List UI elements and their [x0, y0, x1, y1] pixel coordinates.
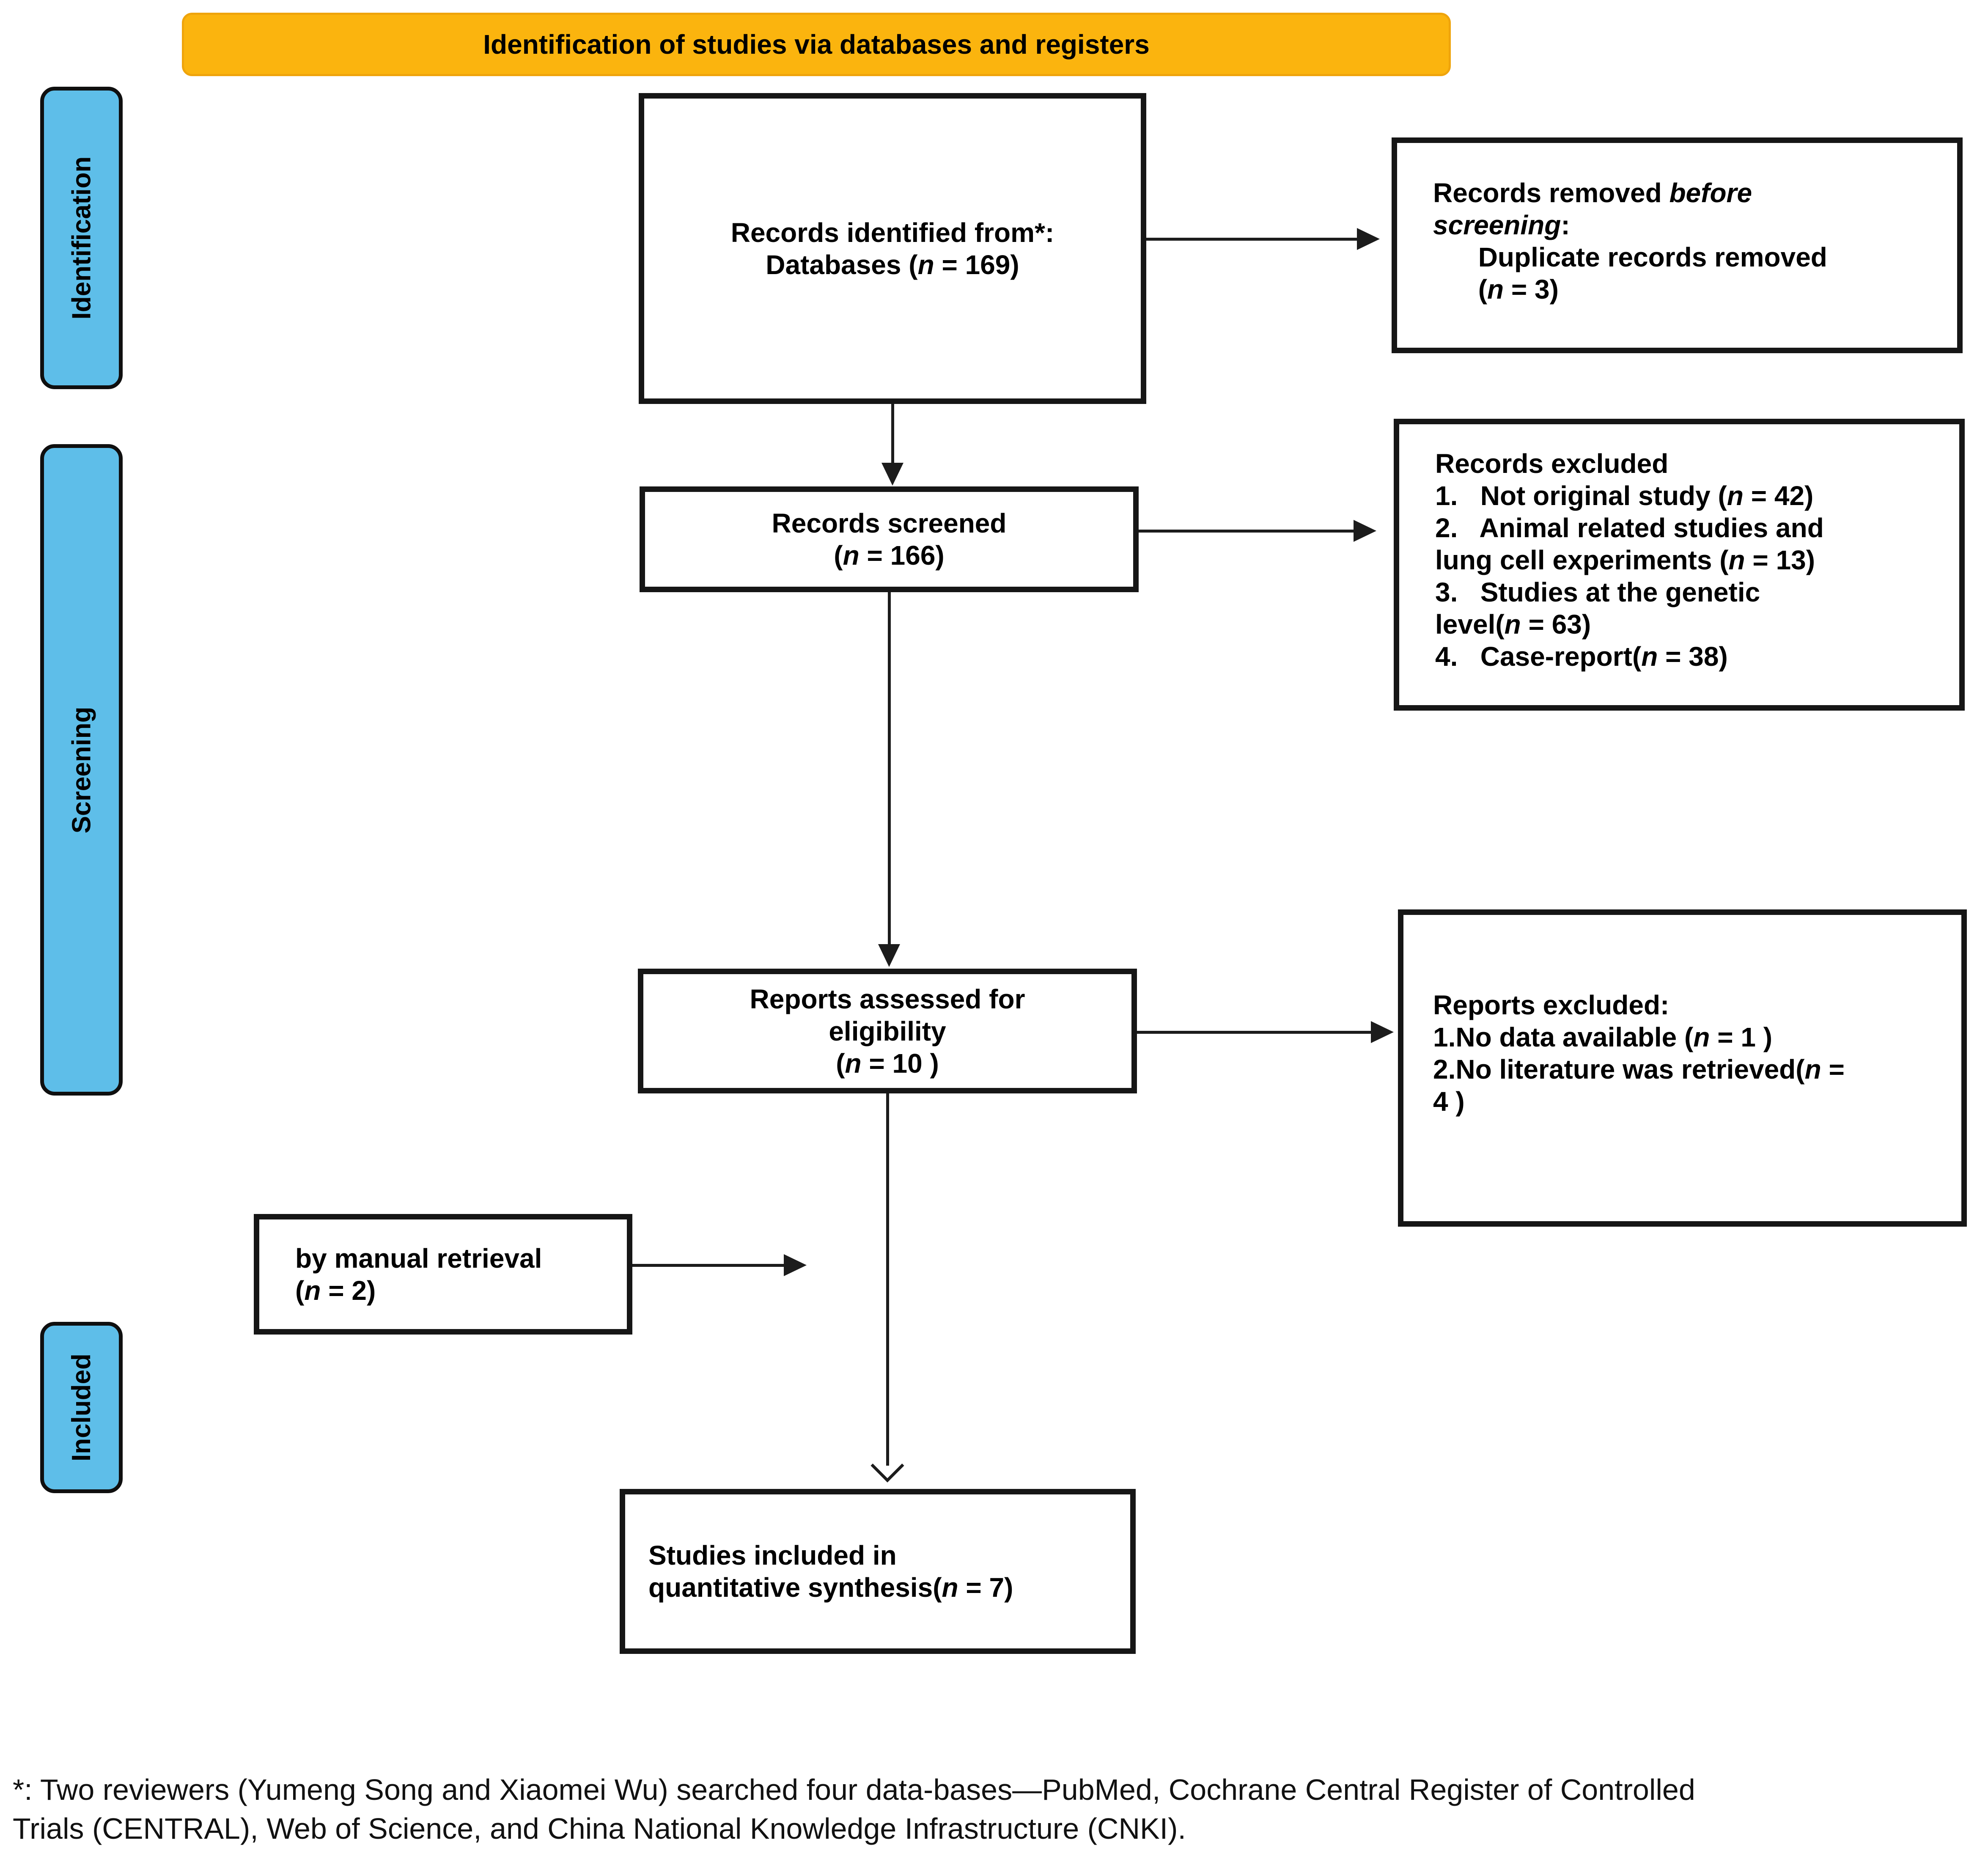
arrow-screened-to-excluded-head [1354, 520, 1376, 542]
box-line: 2. Animal related studies and [1435, 513, 1824, 543]
box-line: 4. Case-report(n = 38) [1435, 641, 1728, 672]
box-line: (n = 3) [1433, 274, 1559, 305]
arrow-identified-to-removed-head [1357, 228, 1380, 250]
footnote-line: *: Two reviewers (Yumeng Song and Xiaome… [13, 1773, 1695, 1806]
box-records-removed: Records removed before screening: Duplic… [1392, 137, 1963, 353]
arrow-assessed-to-included-head [870, 1449, 904, 1483]
box-line: 2.No literature was retrieved(n = [1433, 1054, 1845, 1085]
box-line: lung cell experiments (n = 13) [1435, 545, 1815, 575]
box-line: Records removed before [1433, 178, 1752, 208]
box-line: eligibility [829, 1016, 946, 1046]
box-reports-assessed: Reports assessed for eligibility (n = 10… [638, 969, 1137, 1093]
arrow-identified-to-screened-head [881, 463, 903, 486]
box-line: (n = 10 ) [836, 1048, 939, 1079]
box-records-screened: Records screened (n = 166) [640, 486, 1139, 592]
box-line: 3. Studies at the genetic [1435, 577, 1760, 607]
box-reports-excluded: Reports excluded: 1.No data available (n… [1398, 909, 1967, 1227]
arrow-assessed-to-included-line [886, 1093, 889, 1466]
box-line: level(n = 63) [1435, 609, 1591, 640]
box-records-identified: Records identified from*: Databases (n =… [639, 93, 1146, 404]
box-manual-retrieval: by manual retrieval (n = 2) [254, 1214, 632, 1335]
stage-label-identification: Identification [40, 87, 123, 389]
box-line: 4 ) [1433, 1086, 1465, 1117]
box-line: Duplicate records removed [1433, 242, 1827, 272]
stage-label-included-text: Included [67, 1354, 96, 1461]
stage-label-included: Included [40, 1322, 123, 1493]
arrow-screened-to-assessed-line [888, 592, 891, 945]
stage-label-screening: Screening [40, 444, 123, 1096]
box-line: Reports assessed for [750, 983, 1025, 1014]
box-records-excluded: Records excluded 1. Not original study (… [1394, 419, 1965, 711]
box-line: Databases (n = 169) [766, 249, 1019, 280]
arrow-identified-to-screened-line [891, 404, 894, 465]
arrow-manual-to-flow-line [632, 1264, 785, 1267]
arrow-screened-to-excluded-line [1139, 530, 1354, 533]
box-line: Studies included in [648, 1540, 897, 1571]
box-line: Reports excluded: [1433, 990, 1669, 1020]
box-line: 1.No data available (n = 1 ) [1433, 1022, 1773, 1052]
footnote: *: Two reviewers (Yumeng Song and Xiaome… [13, 1770, 1980, 1848]
box-studies-included: Studies included in quantitative synthes… [620, 1489, 1136, 1654]
box-line: Records screened [772, 508, 1007, 538]
box-line: 1. Not original study (n = 42) [1435, 481, 1814, 511]
box-line: (n = 2) [295, 1275, 376, 1306]
arrow-manual-to-flow-head [784, 1254, 807, 1276]
arrow-screened-to-assessed-head [878, 944, 900, 967]
arrow-assessed-to-reports-excluded-head [1371, 1021, 1394, 1043]
box-line: quantitative synthesis(n = 7) [648, 1572, 1013, 1603]
arrow-identified-to-removed-line [1146, 238, 1358, 241]
box-line: Records identified from*: [730, 217, 1054, 248]
stage-label-identification-text: Identification [67, 156, 96, 320]
box-line: by manual retrieval [295, 1243, 542, 1274]
stage-label-screening-text: Screening [67, 706, 96, 833]
box-line: (n = 166) [834, 540, 945, 571]
banner-title: Identification of studies via databases … [182, 13, 1451, 76]
box-line: Records excluded [1435, 448, 1669, 479]
box-line: screening: [1433, 210, 1570, 240]
footnote-line: Trials (CENTRAL), Web of Science, and Ch… [13, 1812, 1186, 1845]
arrow-assessed-to-reports-excluded-line [1137, 1031, 1372, 1034]
